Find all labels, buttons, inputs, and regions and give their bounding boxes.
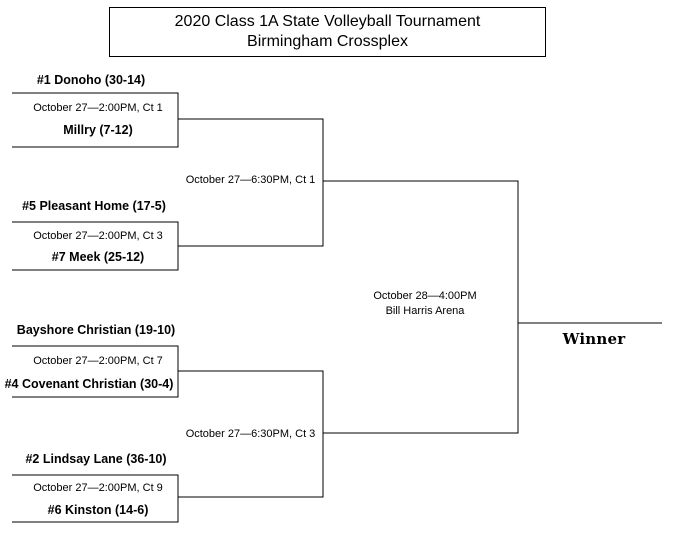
game-r1-m2: October 27—2:00PM, Ct 3 [33,230,163,242]
bracket-line-final [323,180,519,434]
game-final-venue: Bill Harris Arena [385,305,465,317]
team-covenant-christian: #4 Covenant Christian (30-4) [4,377,174,391]
team-bayshore-christian: Bayshore Christian (19-10) [16,323,176,337]
game-sf1: October 27—6:30PM, Ct 1 [185,174,316,186]
team-donoho: #1 Donoho (30-14) [36,73,146,87]
game-sf2: October 27—6:30PM, Ct 3 [185,428,316,440]
game-r1-m1: October 27—2:00PM, Ct 1 [33,102,163,114]
team-lindsay-lane: #2 Lindsay Lane (36-10) [25,452,167,466]
bracket-line-r1-m4 [12,474,179,523]
tournament-title-box: 2020 Class 1A State Volleyball Tournamen… [109,7,546,57]
tournament-title: 2020 Class 1A State Volleyball Tournamen… [174,13,481,30]
tournament-venue: Birmingham Crossplex [247,33,408,50]
team-millry: Millry (7-12) [63,123,133,137]
team-kinston: #6 Kinston (14-6) [47,503,149,517]
team-meek: #7 Meek (25-12) [51,250,145,264]
bracket-line-r1-m1 [12,92,179,148]
game-final: October 28—4:00PM [373,290,477,302]
team-pleasant-home: #5 Pleasant Home (17-5) [22,199,166,213]
winner-label: Winner [562,330,626,348]
game-r1-m4: October 27—2:00PM, Ct 9 [33,482,163,494]
game-r1-m3: October 27—2:00PM, Ct 7 [33,355,163,367]
bracket-line-sf1 [178,118,324,247]
bracket-line-sf2 [178,370,324,498]
